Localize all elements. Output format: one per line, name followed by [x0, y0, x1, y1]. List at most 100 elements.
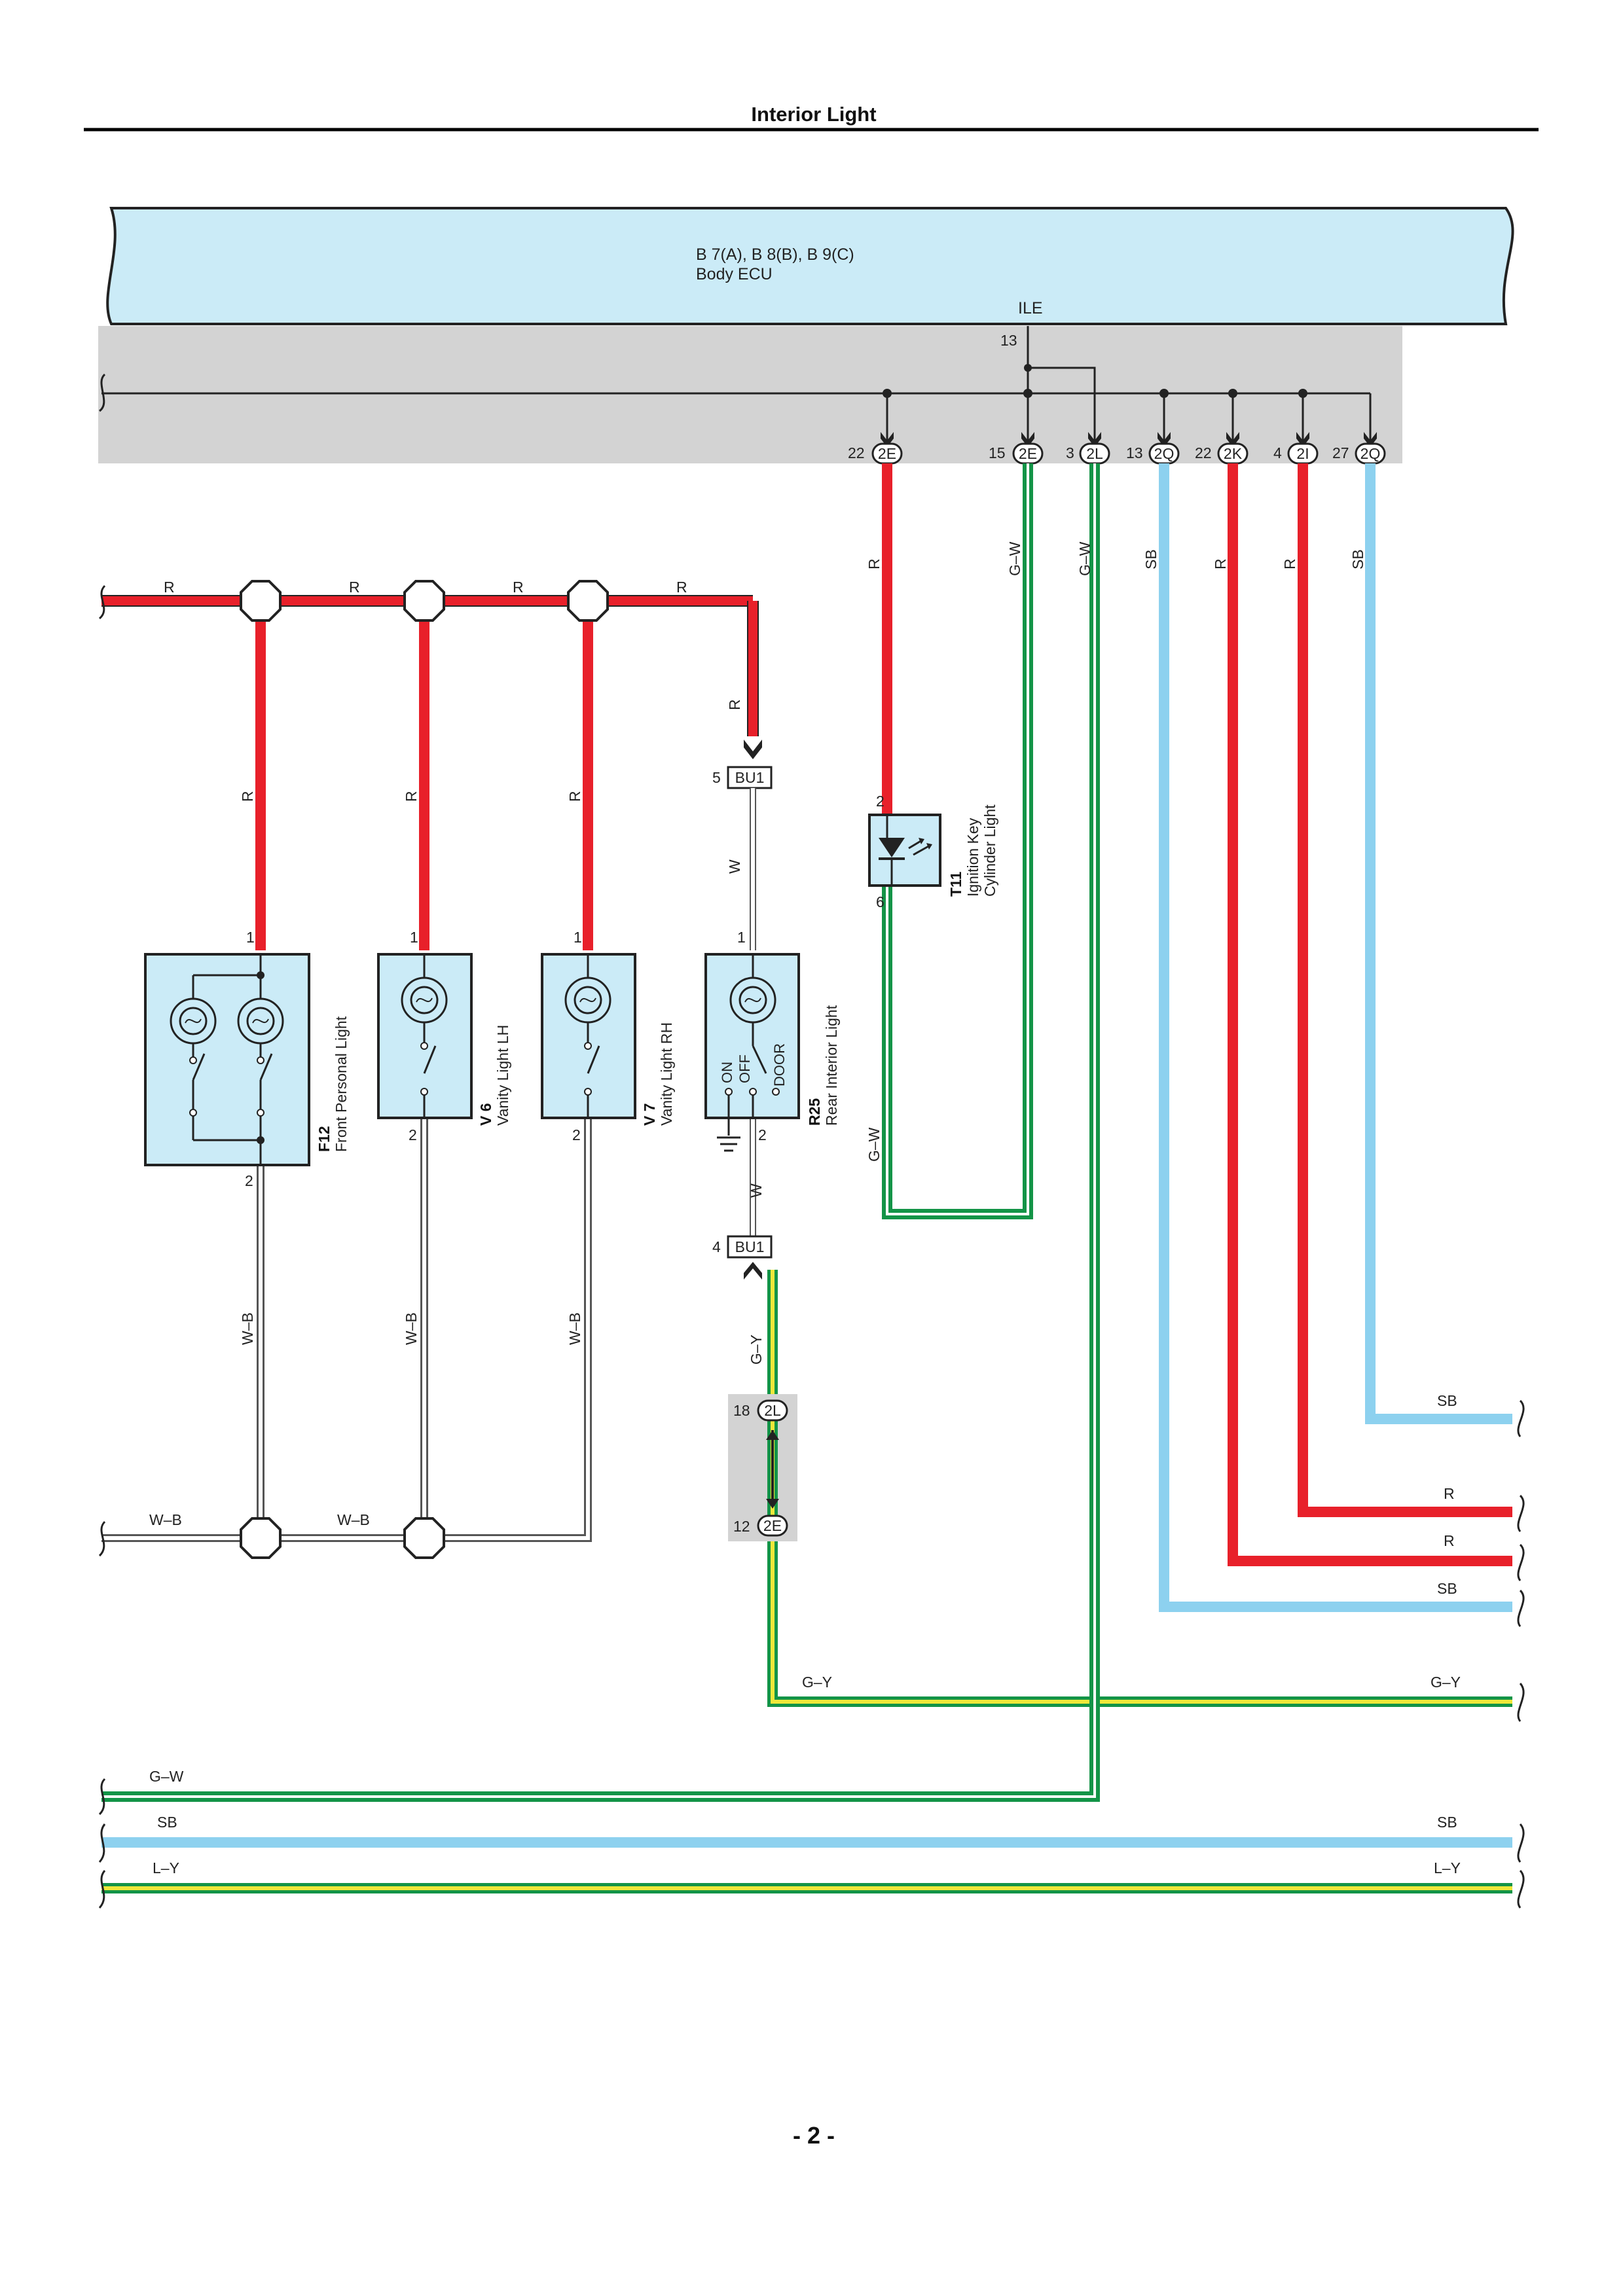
ecu-name: Body ECU	[696, 265, 773, 283]
red-2i	[1298, 463, 1512, 1517]
svg-text:SB: SB	[1142, 549, 1159, 569]
svg-text:SB: SB	[1349, 549, 1366, 569]
svg-text:2I: 2I	[1296, 445, 1309, 462]
ile-pin: 13	[1000, 332, 1017, 349]
wire-labels: R R R R SB R R SB G–Y G–Y G–W SB SB L–Y …	[149, 579, 1461, 1876]
svg-text:L–Y: L–Y	[153, 1859, 179, 1876]
svg-text:2E: 2E	[763, 1517, 782, 1534]
svg-text:R: R	[1444, 1485, 1455, 1502]
svg-text:W–B: W–B	[566, 1312, 583, 1345]
svg-text:12: 12	[733, 1518, 750, 1535]
svg-text:W–B: W–B	[403, 1312, 420, 1345]
junction-nodes-top	[240, 580, 609, 622]
svg-text:2L: 2L	[764, 1402, 781, 1419]
red-2k	[1228, 463, 1512, 1566]
ecu-connector-2e-22: 22 2E	[848, 442, 903, 465]
v6-pin-out: 2	[409, 1126, 417, 1143]
junction-nodes-bottom	[240, 1517, 445, 1559]
green-yellow-wire	[767, 1270, 1512, 1707]
svg-text:G–Y: G–Y	[1431, 1674, 1461, 1691]
svg-text:R: R	[239, 791, 256, 802]
ecu-connector-2e-15: 15 2E	[989, 442, 1044, 465]
svg-text:R: R	[403, 791, 420, 802]
svg-text:R: R	[726, 699, 743, 710]
f12-label: F12 Front Personal Light	[316, 1016, 350, 1152]
wire-labels-vertical: R R R R W W G–Y R G–W G–W G–W SB R R SB …	[239, 541, 1366, 1365]
f12-pin-in: 1	[246, 929, 255, 946]
svg-text:G–W: G–W	[149, 1768, 184, 1785]
svg-text:G–Y: G–Y	[802, 1674, 832, 1691]
svg-text:SB: SB	[1437, 1814, 1457, 1831]
junction-arrow-down	[766, 1499, 779, 1509]
t11-label: T11 Ignition Key Cylinder Light	[947, 804, 998, 897]
svg-text:BU1: BU1	[735, 769, 765, 786]
r25-label: R25 Rear Interior Light	[806, 1005, 840, 1126]
svg-text:22: 22	[1195, 444, 1212, 461]
svg-text:Vanity Light RH: Vanity Light RH	[658, 1022, 675, 1126]
svg-text:2Q: 2Q	[1360, 445, 1381, 462]
svg-text:Front Personal Light: Front Personal Light	[333, 1016, 350, 1152]
svg-text:2Q: 2Q	[1154, 445, 1175, 462]
svg-text:SB: SB	[1437, 1392, 1457, 1409]
svg-text:R: R	[866, 558, 883, 569]
svg-text:R: R	[349, 579, 360, 596]
svg-text:G–W: G–W	[866, 1127, 883, 1162]
v6-label: V 6 Vanity Light LH	[477, 1025, 511, 1126]
junction-2l: 18 2L	[733, 1399, 788, 1422]
svg-text:L–Y: L–Y	[1434, 1859, 1461, 1876]
svg-text:2E: 2E	[878, 445, 896, 462]
ecu-internal-lines	[101, 326, 1372, 445]
svg-text:2E: 2E	[1019, 445, 1037, 462]
vanity-light-lh-v6	[377, 953, 473, 1119]
green-t11-loop	[882, 463, 1033, 1219]
r25-switch-door: DOOR	[771, 1043, 788, 1086]
svg-text:F12: F12	[316, 1126, 333, 1152]
right-break-marks	[98, 1399, 1525, 1909]
bu1-bottom: 4 BU1	[712, 1235, 773, 1259]
bu1-chevron-bottom	[744, 1262, 762, 1280]
svg-text:22: 22	[848, 444, 865, 461]
r25-switch-off: OFF	[737, 1054, 753, 1083]
r25-switch-on: ON	[719, 1062, 735, 1083]
svg-text:R: R	[566, 791, 583, 802]
left-break-red	[98, 584, 106, 620]
t11-pin-out: 6	[876, 893, 884, 910]
svg-text:R: R	[676, 579, 687, 596]
svg-text:W–B: W–B	[239, 1312, 256, 1345]
wb-ground-wires	[101, 1119, 592, 1542]
svg-text:2K: 2K	[1224, 445, 1243, 462]
svg-text:13: 13	[1126, 444, 1143, 461]
ecu-connector-2l-3: 3 2L	[1066, 442, 1110, 465]
v7-pin-in: 1	[574, 929, 582, 946]
front-personal-light-f12	[144, 953, 310, 1166]
v7-pin-out: 2	[572, 1126, 581, 1143]
svg-text:G–W: G–W	[1006, 541, 1023, 576]
page-number: - 2 -	[793, 2122, 835, 2149]
r25-pin-in: 1	[737, 929, 746, 946]
svg-text:R: R	[1444, 1532, 1455, 1549]
ecu-terminal-ile: ILE	[1018, 299, 1043, 317]
svg-text:18: 18	[733, 1402, 750, 1419]
svg-text:G–Y: G–Y	[748, 1335, 765, 1365]
ignition-key-light-t11	[868, 814, 941, 887]
body-ecu-block	[106, 207, 1514, 325]
ecu-internal-region	[98, 326, 1402, 463]
svg-text:SB: SB	[1437, 1580, 1457, 1597]
f12-pin-out: 2	[245, 1172, 253, 1189]
svg-text:V 7: V 7	[641, 1103, 658, 1126]
svg-text:W: W	[726, 859, 743, 874]
svg-text:Cylinder Light: Cylinder Light	[981, 804, 998, 897]
ecu-connector-2k-22: 22 2K	[1195, 442, 1249, 465]
ecu-connector-2i-4: 4 2I	[1273, 442, 1319, 465]
svg-text:T11: T11	[947, 871, 964, 897]
svg-text:Vanity Light LH: Vanity Light LH	[494, 1025, 511, 1126]
svg-text:Rear Interior Light: Rear Interior Light	[823, 1005, 840, 1126]
blue-sb-13	[1159, 463, 1512, 1612]
r25-pin-out: 2	[758, 1126, 767, 1143]
green-gw-wire	[101, 463, 1100, 1802]
page-title: Interior Light	[751, 103, 876, 126]
svg-text:15: 15	[989, 444, 1006, 461]
ecu-dots	[883, 364, 1307, 398]
svg-text:2L: 2L	[1086, 445, 1103, 462]
svg-text:5: 5	[712, 769, 721, 786]
